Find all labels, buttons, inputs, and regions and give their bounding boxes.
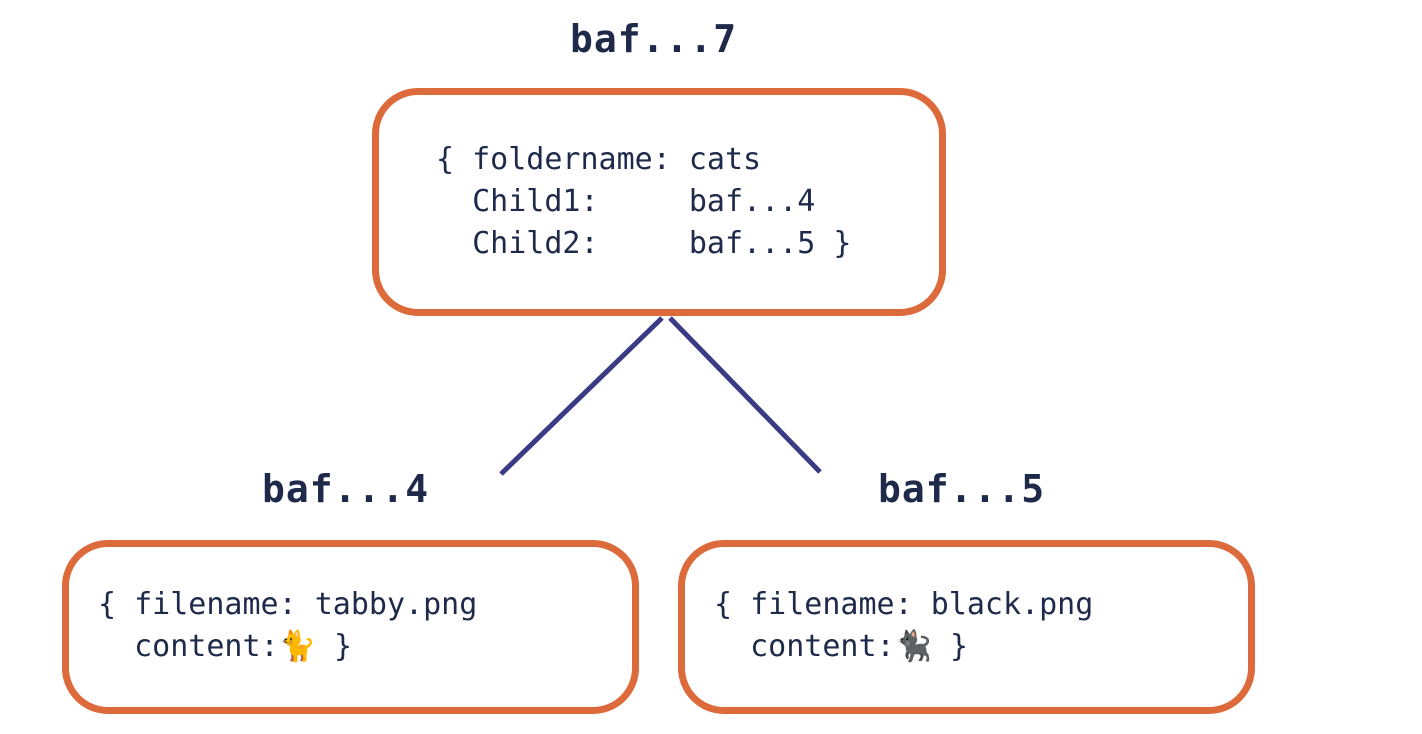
- left-child-node: [62, 540, 639, 714]
- root-node-line-1: { foldername: cats: [436, 142, 762, 177]
- right-child-content-label: content:: [714, 629, 895, 664]
- left-child-closing-brace: }: [315, 629, 353, 664]
- edge-root-to-left: [499, 316, 664, 476]
- root-node-line-2: Child1: baf...4: [436, 184, 816, 219]
- root-node-line-3: Child2: baf...5 }: [436, 226, 852, 261]
- left-child-cid-label: baf...4: [262, 467, 430, 511]
- right-child-node: [678, 540, 1255, 714]
- root-cid-label: baf...7: [570, 17, 738, 61]
- right-child-line-2: content:🐈‍⬛ }: [714, 626, 968, 668]
- left-child-content-label: content:: [98, 629, 279, 664]
- root-node: [372, 88, 946, 316]
- black-cat-icon: 🐈‍⬛: [894, 630, 932, 663]
- right-child-cid-label: baf...5: [878, 467, 1046, 511]
- edge-root-to-right: [668, 316, 822, 474]
- right-child-closing-brace: }: [931, 629, 969, 664]
- left-child-line-1: { filename: tabby.png: [98, 587, 478, 622]
- tabby-cat-icon: 🐈: [278, 630, 316, 663]
- left-child-line-2: content:🐈 }: [98, 626, 352, 668]
- right-child-line-1: { filename: black.png: [714, 587, 1094, 622]
